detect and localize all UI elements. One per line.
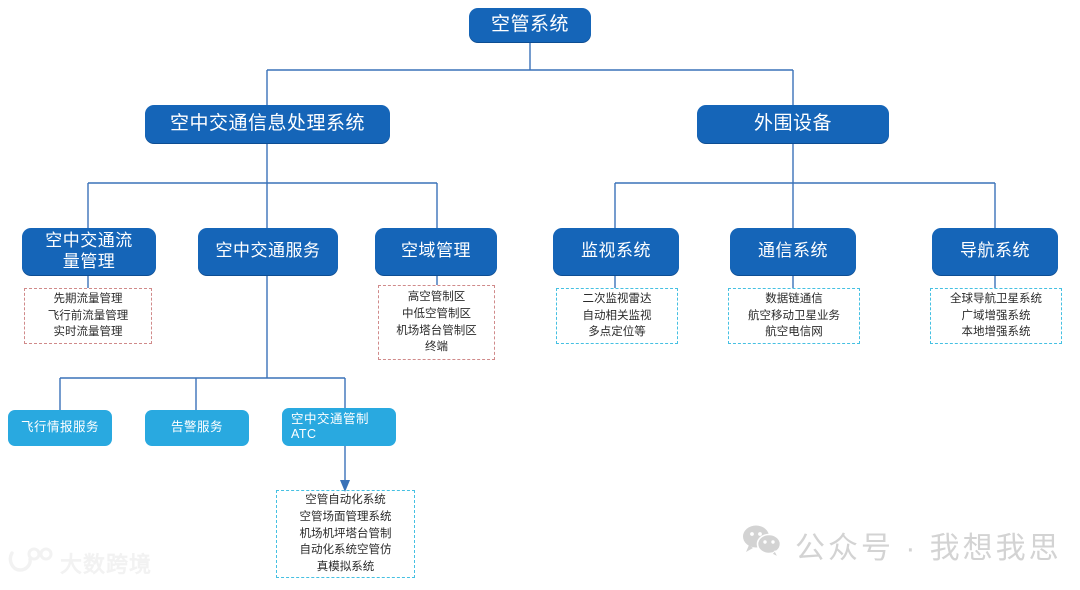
watermark-wechat: 公众号 · 我想我思 — [742, 523, 1062, 567]
detail-airspace-management: 高空管制区 中低空管制区 机场塔台管制区 终端 — [378, 285, 495, 360]
node-peripheral-equipment[interactable]: 外围设备 — [697, 105, 889, 143]
watermark-left-text: 大数跨境 — [60, 552, 153, 577]
node-airspace-management[interactable]: 空域管理 — [375, 228, 497, 275]
detail-navigation-system: 全球导航卫星系统 广域增强系统 本地增强系统 — [930, 288, 1062, 344]
detail-flow-management: 先期流量管理 飞行前流量管理 实时流量管理 — [24, 288, 152, 344]
node-communication-system[interactable]: 通信系统 — [730, 228, 856, 275]
detail-atc-systems: 空管自动化系统 空管场面管理系统 机场机坪塔台管制 自动化系统空管仿 真模拟系统 — [276, 490, 415, 578]
wechat-icon — [742, 524, 782, 566]
node-flight-information-service[interactable]: 飞行情报服务 — [8, 410, 112, 446]
node-air-traffic-service[interactable]: 空中交通服务 — [198, 228, 338, 275]
node-surveillance-system[interactable]: 监视系统 — [553, 228, 679, 275]
watermark-right-text: 公众号 · 我想我思 — [795, 532, 1062, 565]
watermark-dashukuajing: 大数跨境 — [8, 547, 152, 579]
dashukuajing-logo-icon — [8, 547, 54, 579]
node-air-traffic-info-processing-system[interactable]: 空中交通信息处理系统 — [145, 105, 390, 143]
node-alerting-service[interactable]: 告警服务 — [145, 410, 249, 446]
node-root[interactable]: 空管系统 — [469, 8, 591, 42]
node-navigation-system[interactable]: 导航系统 — [932, 228, 1058, 275]
detail-communication-system: 数据链通信 航空移动卫星业务 航空电信网 — [728, 288, 860, 344]
node-air-traffic-control-atc[interactable]: 空中交通管制 ATC — [282, 408, 396, 446]
detail-surveillance-system: 二次监视雷达 自动相关监视 多点定位等 — [556, 288, 678, 344]
node-air-traffic-flow-management[interactable]: 空中交通流 量管理 — [22, 228, 156, 275]
